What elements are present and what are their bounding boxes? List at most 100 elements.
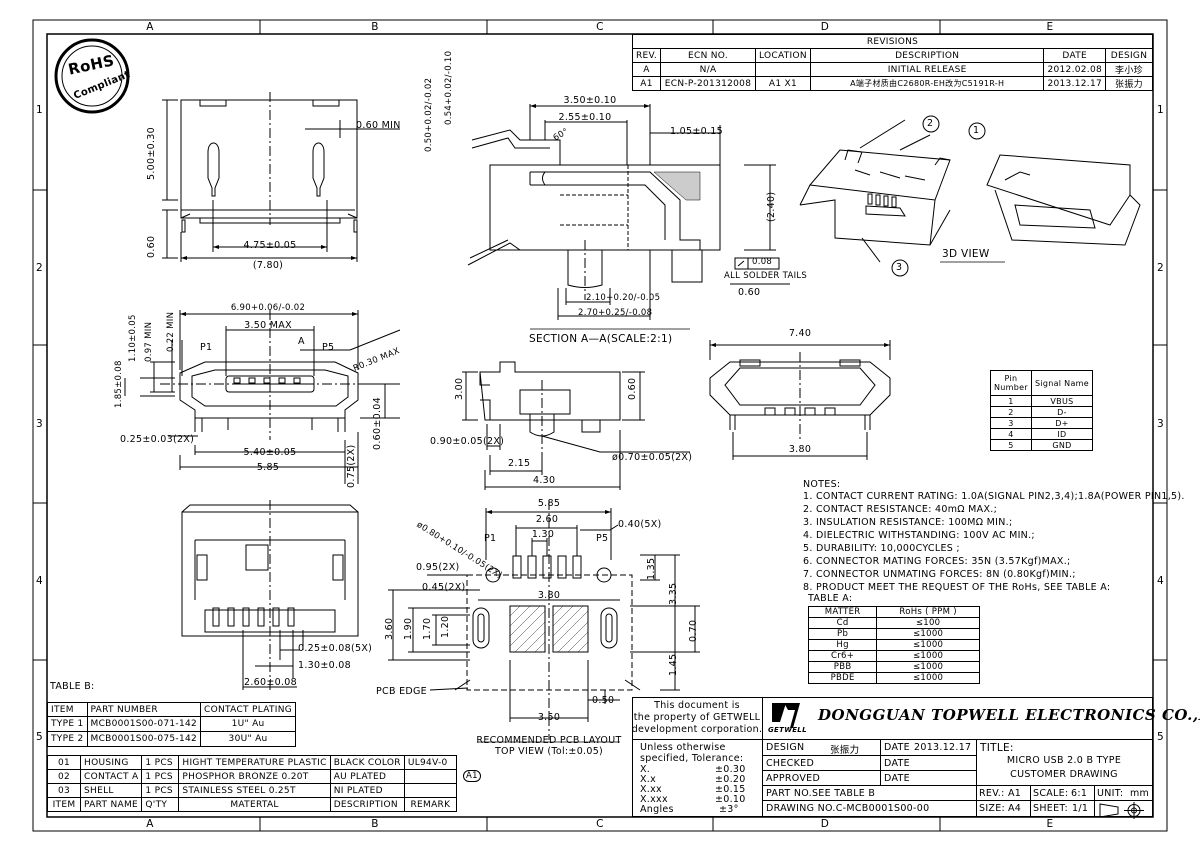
dim-sec-270: 2.70+0.25/-0.08 — [578, 308, 653, 318]
bom-description-cell: NI PLATED — [329, 783, 405, 798]
part-number-cell: MCB0001S00-071-142 — [86, 716, 202, 732]
unit-label: UNIT: — [1097, 788, 1124, 799]
dim-rear-380: 3.80 — [788, 444, 812, 455]
bom-material-cell: PHOSPHOR BRONZE 0.20T — [178, 769, 331, 784]
dim-pcb-130: 1.30 — [531, 529, 555, 540]
dim-pcb-050: 0.50 — [592, 695, 615, 706]
dim-side-430: 4.30 — [533, 475, 556, 486]
dim-front-022: 0.22 MIN — [166, 311, 176, 352]
unit-value: mm — [1130, 788, 1150, 799]
rev-label: REV.: — [979, 788, 1005, 799]
ppm-cell: ≤1000 — [876, 661, 980, 673]
dim-front-350max: 3.50 MAX — [244, 320, 292, 331]
pin-cell: 1 — [990, 395, 1032, 407]
rev-cell: A1 — [632, 76, 661, 91]
signal-cell: VBUS — [1030, 395, 1093, 407]
dim-bottom-130: 1.30±0.08 — [298, 660, 351, 671]
zone-col-a-bottom: A — [146, 818, 154, 830]
dim-front-585: 5.85 — [256, 462, 280, 473]
dim-pcb-350: 3.50 — [537, 712, 561, 723]
pin-header-number: Pin Number — [990, 370, 1032, 396]
design-cell: 张振力 — [1105, 76, 1153, 91]
front-view — [124, 310, 401, 484]
dim-front-060: 0.60±0.04 — [372, 397, 383, 450]
tolerance-value: ±0.15 — [715, 784, 746, 795]
zone-row-4-right: 4 — [1157, 575, 1164, 587]
callout-1: 1 — [973, 125, 980, 136]
note-item: 6. CONNECTOR MATING FORCES: 35N (3.57Kgf… — [803, 556, 1071, 567]
date-cell: 2013.12.17 — [1043, 76, 1106, 91]
bom-name-cell: SHELL — [79, 783, 143, 798]
zone-col-c-bottom: C — [596, 818, 604, 830]
label-front-p5: P5 — [322, 342, 335, 353]
zone-row-1-right: 1 — [1157, 104, 1164, 116]
tolerance-value: ±0.30 — [715, 764, 746, 775]
approved-date-label: DATE — [884, 773, 910, 784]
dim-pcb-145: 1.45 — [668, 653, 679, 676]
table-row: Hg≤1000 — [807, 639, 980, 651]
design-cell: 李小珍 — [1105, 62, 1153, 77]
note-item: 2. CONTACT RESISTANCE: 40mΩ MAX.; — [803, 504, 998, 515]
matter-cell: Hg — [807, 639, 878, 651]
property-line-2: the property of GETWELL — [633, 712, 761, 723]
description-cell: A端子材质由C2680R-EH改为C5191R-H — [809, 76, 1045, 91]
dim-pcb-170: 1.70 — [422, 617, 433, 640]
zone-col-d-top: D — [820, 21, 830, 33]
sheet-value: 1/1 — [1072, 803, 1089, 814]
dim-top-475: 4.75±0.05 — [243, 240, 297, 251]
dim-side-215: 2.15 — [508, 458, 531, 469]
description-cell: INITIAL RELEASE — [809, 62, 1045, 77]
dim-pcb-260: 2.60 — [535, 514, 559, 525]
bom-header-remark: REMARK — [403, 797, 458, 812]
plating-cell: 30U" Au — [200, 731, 297, 747]
table-a-header-rohs: RoHs ( PPM ) — [876, 606, 980, 618]
tolerance-label: X.xx — [640, 784, 662, 795]
zone-row-2-right: 2 — [1157, 262, 1164, 274]
zone-row-5-left: 5 — [36, 731, 43, 743]
design-label: DESIGN — [766, 742, 805, 753]
table-row: PBDE≤1000 — [807, 672, 980, 684]
rev-header-rev: REV. — [632, 48, 661, 63]
pin-cell: 5 — [990, 439, 1032, 451]
design-name: 张振力 — [830, 745, 860, 756]
tolerance-value: ±0.10 — [715, 794, 746, 805]
dim-pcb-040: 0.40(5X) — [618, 519, 662, 530]
zone-col-e-bottom: E — [1046, 818, 1054, 830]
pin-header-signal: Signal Name — [1030, 370, 1093, 396]
dim-sec-255: 2.55±0.10 — [558, 112, 612, 123]
bom-item-cell: 02 — [47, 769, 81, 784]
plating-cell: 1U" Au — [200, 716, 297, 732]
dim-front-540: 5.40±0.05 — [243, 447, 297, 458]
bom-header-name: PART NAME — [79, 797, 143, 812]
dim-pcb-045: 0.45(2X) — [422, 582, 466, 593]
section-a-a — [467, 104, 790, 330]
table-a-header-matter: MATTER — [807, 606, 878, 618]
dim-pcb-070: 0.70 — [688, 619, 699, 642]
tolerance-label: X.xxx — [640, 794, 668, 805]
dim-sec-105: 1.05±0.15 — [670, 126, 723, 137]
note-item: 8. PRODUCT MEET THE REQUEST OF THE RoHs,… — [803, 582, 1111, 593]
bom-header-qty: Q'TY — [141, 797, 180, 812]
dim-pcb-360: 3.60 — [384, 617, 395, 640]
scale-value: 6:1 — [1071, 788, 1088, 799]
revision-row: A N/A INITIAL RELEASE 2012.02.08 李小珍 — [632, 62, 1153, 77]
rohs-seal — [54, 38, 130, 114]
matter-cell: PBB — [807, 661, 878, 673]
bom-item-cell: 03 — [47, 783, 81, 798]
signal-cell: D+ — [1030, 417, 1093, 429]
tolerance-value: ±0.20 — [715, 774, 746, 785]
label-front-p1: P1 — [200, 342, 213, 353]
approved-label: APPROVED — [766, 773, 821, 784]
dim-top-060min: 0.60 MIN — [356, 120, 401, 131]
bom-description-cell: AU PLATED — [329, 769, 405, 784]
zone-row-1-left: 1 — [36, 104, 43, 116]
tolerance-title-2: specified, Tolerance: — [640, 753, 744, 764]
zone-col-c-top: C — [596, 21, 604, 33]
